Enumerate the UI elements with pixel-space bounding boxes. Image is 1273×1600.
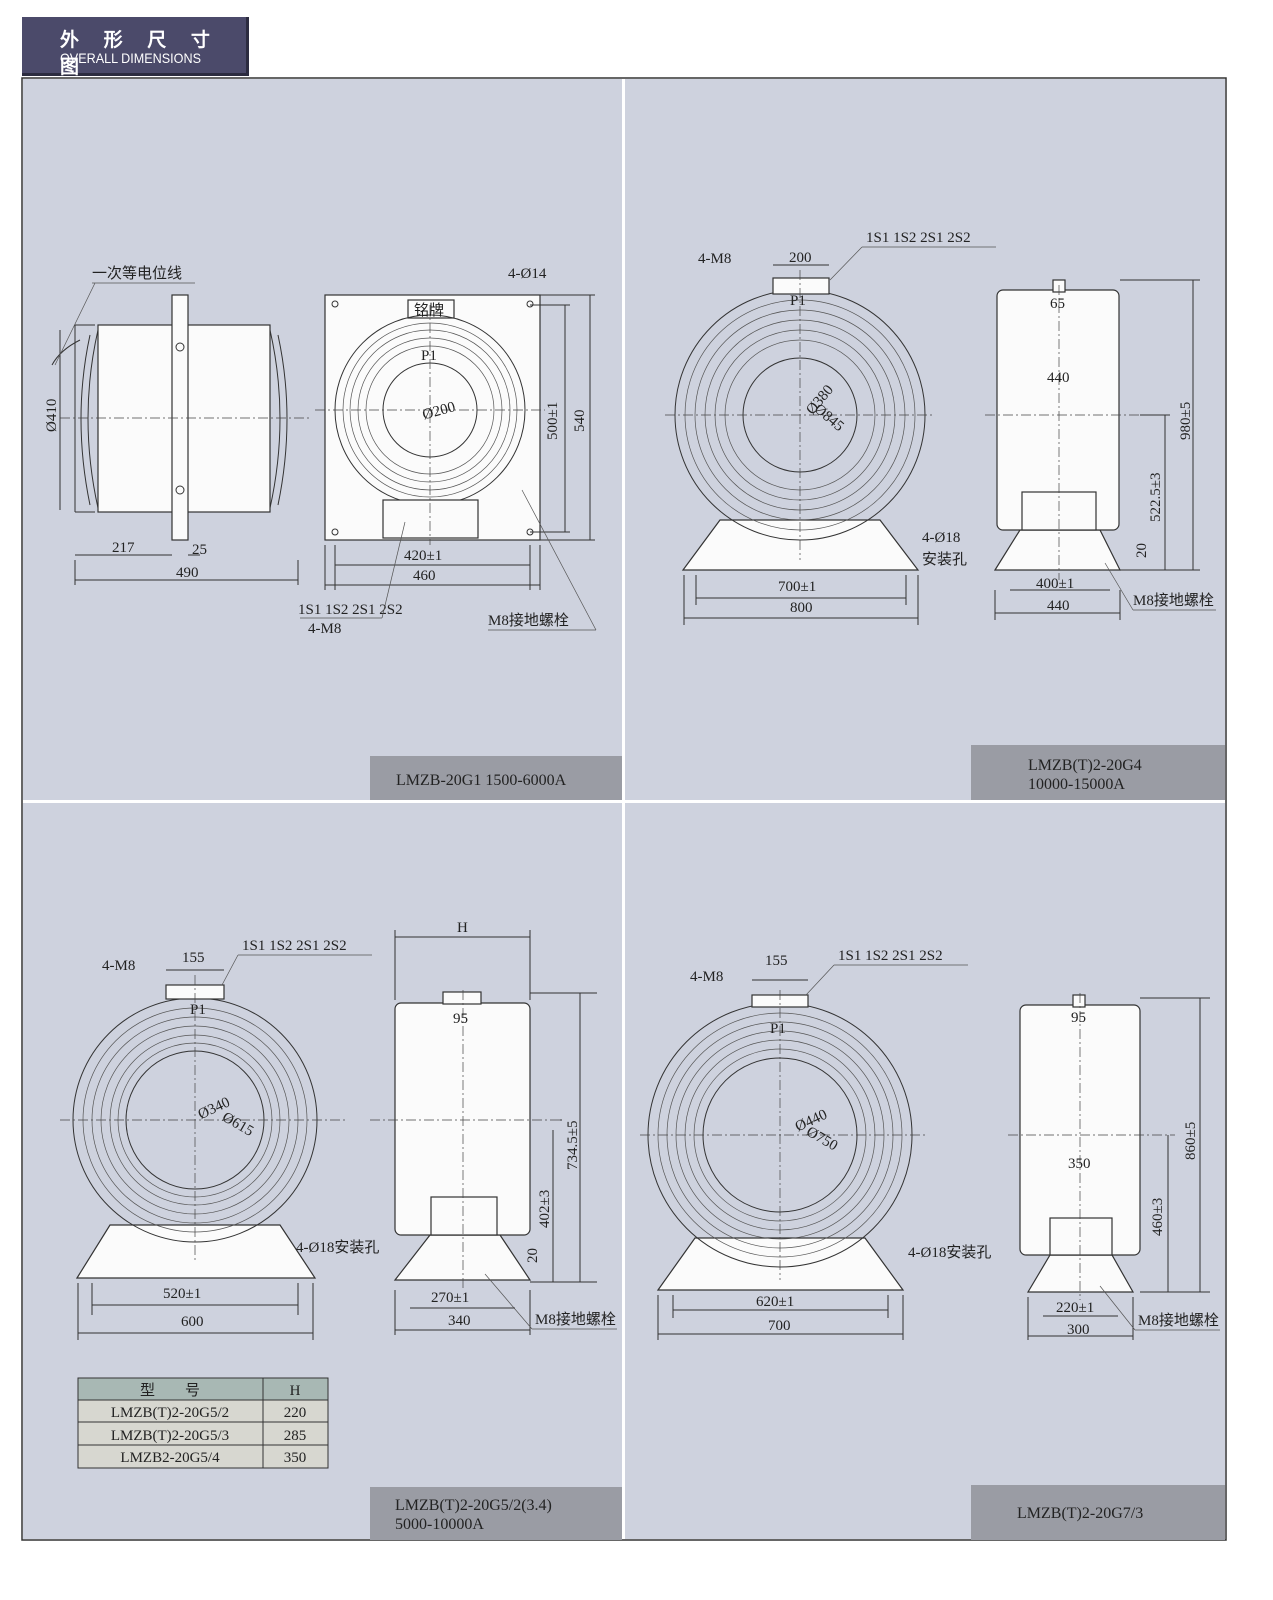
caption-g1-text: LMZB-20G1 1500-6000A xyxy=(396,772,567,789)
header-title-cn: 外 形 尺 寸 图 xyxy=(60,29,219,78)
label-p1: P1 xyxy=(421,348,437,364)
dim-25: 25 xyxy=(192,542,207,558)
dim-400: 400±1 xyxy=(1036,576,1074,592)
caption-g7-text: LMZB(T)2-20G7/3 xyxy=(1017,1505,1143,1522)
table-cell: 220 xyxy=(284,1405,307,1421)
dim-dia-410: Ø410 xyxy=(44,399,60,432)
dim-95-g5: 95 xyxy=(453,1011,468,1027)
label-mount-holes-g4: 4-Ø18 xyxy=(922,530,960,546)
dim-500: 500±1 xyxy=(545,402,561,440)
table-cell: 350 xyxy=(284,1450,307,1466)
caption-g5-line1: LMZB(T)2-20G5/2(3.4) xyxy=(395,1497,552,1514)
dim-95-g7: 95 xyxy=(1071,1010,1086,1026)
caption-g4 xyxy=(971,745,1225,800)
label-p1-g5: P1 xyxy=(190,1002,206,1018)
dim-340-g5: 340 xyxy=(448,1313,471,1329)
dim-20-g5: 20 xyxy=(525,1248,541,1263)
g7-side-view xyxy=(1008,993,1210,1340)
dim-H: H xyxy=(457,920,468,936)
caption-g5-line2: 5000-10000A xyxy=(395,1516,484,1533)
g7-front-view xyxy=(640,979,925,1340)
dim-700: 700±1 xyxy=(778,579,816,595)
dim-65: 65 xyxy=(1050,296,1065,312)
table-cell: LMZB2-20G5/4 xyxy=(120,1450,220,1466)
table-cell: LMZB(T)2-20G5/3 xyxy=(111,1428,229,1444)
g5-front-view xyxy=(60,969,345,1340)
g4-side-view xyxy=(985,279,1200,620)
label-holes: 4-Ø14 xyxy=(508,266,547,282)
dim-440-top: 440 xyxy=(1047,370,1070,386)
label-ground-bolt-g4: M8接地螺栓 xyxy=(1133,592,1214,609)
label-ground-bolt-g7: M8接地螺栓 xyxy=(1138,1312,1219,1329)
label-4-m8: 4-M8 xyxy=(308,621,341,637)
dim-20-g4: 20 xyxy=(1134,543,1150,558)
caption-g4-line2: 10000-15000A xyxy=(1028,776,1125,793)
label-mount-holes-g7: 4-Ø18安装孔 xyxy=(908,1244,991,1261)
g4-front-view xyxy=(665,264,935,625)
dim-800: 800 xyxy=(790,600,813,616)
label-p1-g7: P1 xyxy=(770,1021,786,1037)
label-mount-holes-g5: 4-Ø18安装孔 xyxy=(296,1239,379,1256)
table-cell: 285 xyxy=(284,1428,307,1444)
dim-490: 490 xyxy=(176,565,199,581)
label-terminals-g7: 1S1 1S2 2S1 2S2 xyxy=(838,948,943,964)
dim-350: 350 xyxy=(1068,1156,1091,1172)
caption-g4-line1: LMZB(T)2-20G4 xyxy=(1028,757,1142,774)
dim-540: 540 xyxy=(572,410,588,433)
dim-440: 440 xyxy=(1047,598,1070,614)
dim-220: 220±1 xyxy=(1056,1300,1094,1316)
g5-side-view xyxy=(370,930,597,1335)
label-4-m8-g4: 4-M8 xyxy=(698,251,731,267)
dim-860: 860±5 xyxy=(1183,1122,1199,1160)
dim-980: 980±5 xyxy=(1178,402,1194,440)
dim-520: 520±1 xyxy=(163,1286,201,1302)
section-header: 外 形 尺 寸 图 OVERALL DIMENSIONS xyxy=(22,17,249,78)
dim-700-g7: 700 xyxy=(768,1318,791,1334)
dim-155-g5: 155 xyxy=(182,950,205,966)
dim-200: 200 xyxy=(789,250,812,266)
dim-460: 460 xyxy=(413,568,436,584)
label-equipotential: 一次等电位线 xyxy=(92,264,182,282)
label-4-m8-g5: 4-M8 xyxy=(102,958,135,974)
dim-734-5: 734.5±5 xyxy=(565,1121,581,1170)
label-ground-bolt-g5: M8接地螺栓 xyxy=(535,1311,616,1328)
caption-g7 xyxy=(971,1485,1225,1540)
dim-270: 270±1 xyxy=(431,1290,469,1306)
label-p1-g4: P1 xyxy=(790,293,806,309)
dim-300: 300 xyxy=(1067,1322,1090,1338)
panel-g4 xyxy=(625,79,1225,800)
caption-g5 xyxy=(370,1487,622,1540)
table-header-h: H xyxy=(290,1383,301,1399)
label-4-m8-g7: 4-M8 xyxy=(690,969,723,985)
caption-g1 xyxy=(370,756,622,800)
dim-522-5: 522.5±3 xyxy=(1148,473,1164,522)
dim-620: 620±1 xyxy=(756,1294,794,1310)
table-cell: LMZB(T)2-20G5/2 xyxy=(111,1405,229,1421)
g1-side-view xyxy=(51,294,310,585)
label-terminals: 1S1 1S2 2S1 2S2 xyxy=(298,602,403,618)
dim-420: 420±1 xyxy=(404,548,442,564)
dim-460: 460±3 xyxy=(1150,1198,1166,1236)
label-terminals-g4: 1S1 1S2 2S1 2S2 xyxy=(866,230,971,246)
label-terminals-g5: 1S1 1S2 2S1 2S2 xyxy=(242,938,347,954)
dim-600: 600 xyxy=(181,1314,204,1330)
dim-402: 402±3 xyxy=(537,1190,553,1228)
header-title-en: OVERALL DIMENSIONS xyxy=(60,50,201,66)
label-mount-holes-g4-cn: 安装孔 xyxy=(922,551,967,568)
label-ground-bolt: M8接地螺栓 xyxy=(488,612,569,629)
table-header-model: 型 号 xyxy=(140,1382,200,1399)
g1-front-view xyxy=(315,294,595,590)
dim-155-g7: 155 xyxy=(765,953,788,969)
dim-217: 217 xyxy=(112,540,135,556)
label-nameplate: 铭牌 xyxy=(414,302,444,319)
model-height-table: 型 号 H LMZB(T)2-20G5/2 220 LMZB(T)2-20G5/… xyxy=(77,1377,329,1469)
